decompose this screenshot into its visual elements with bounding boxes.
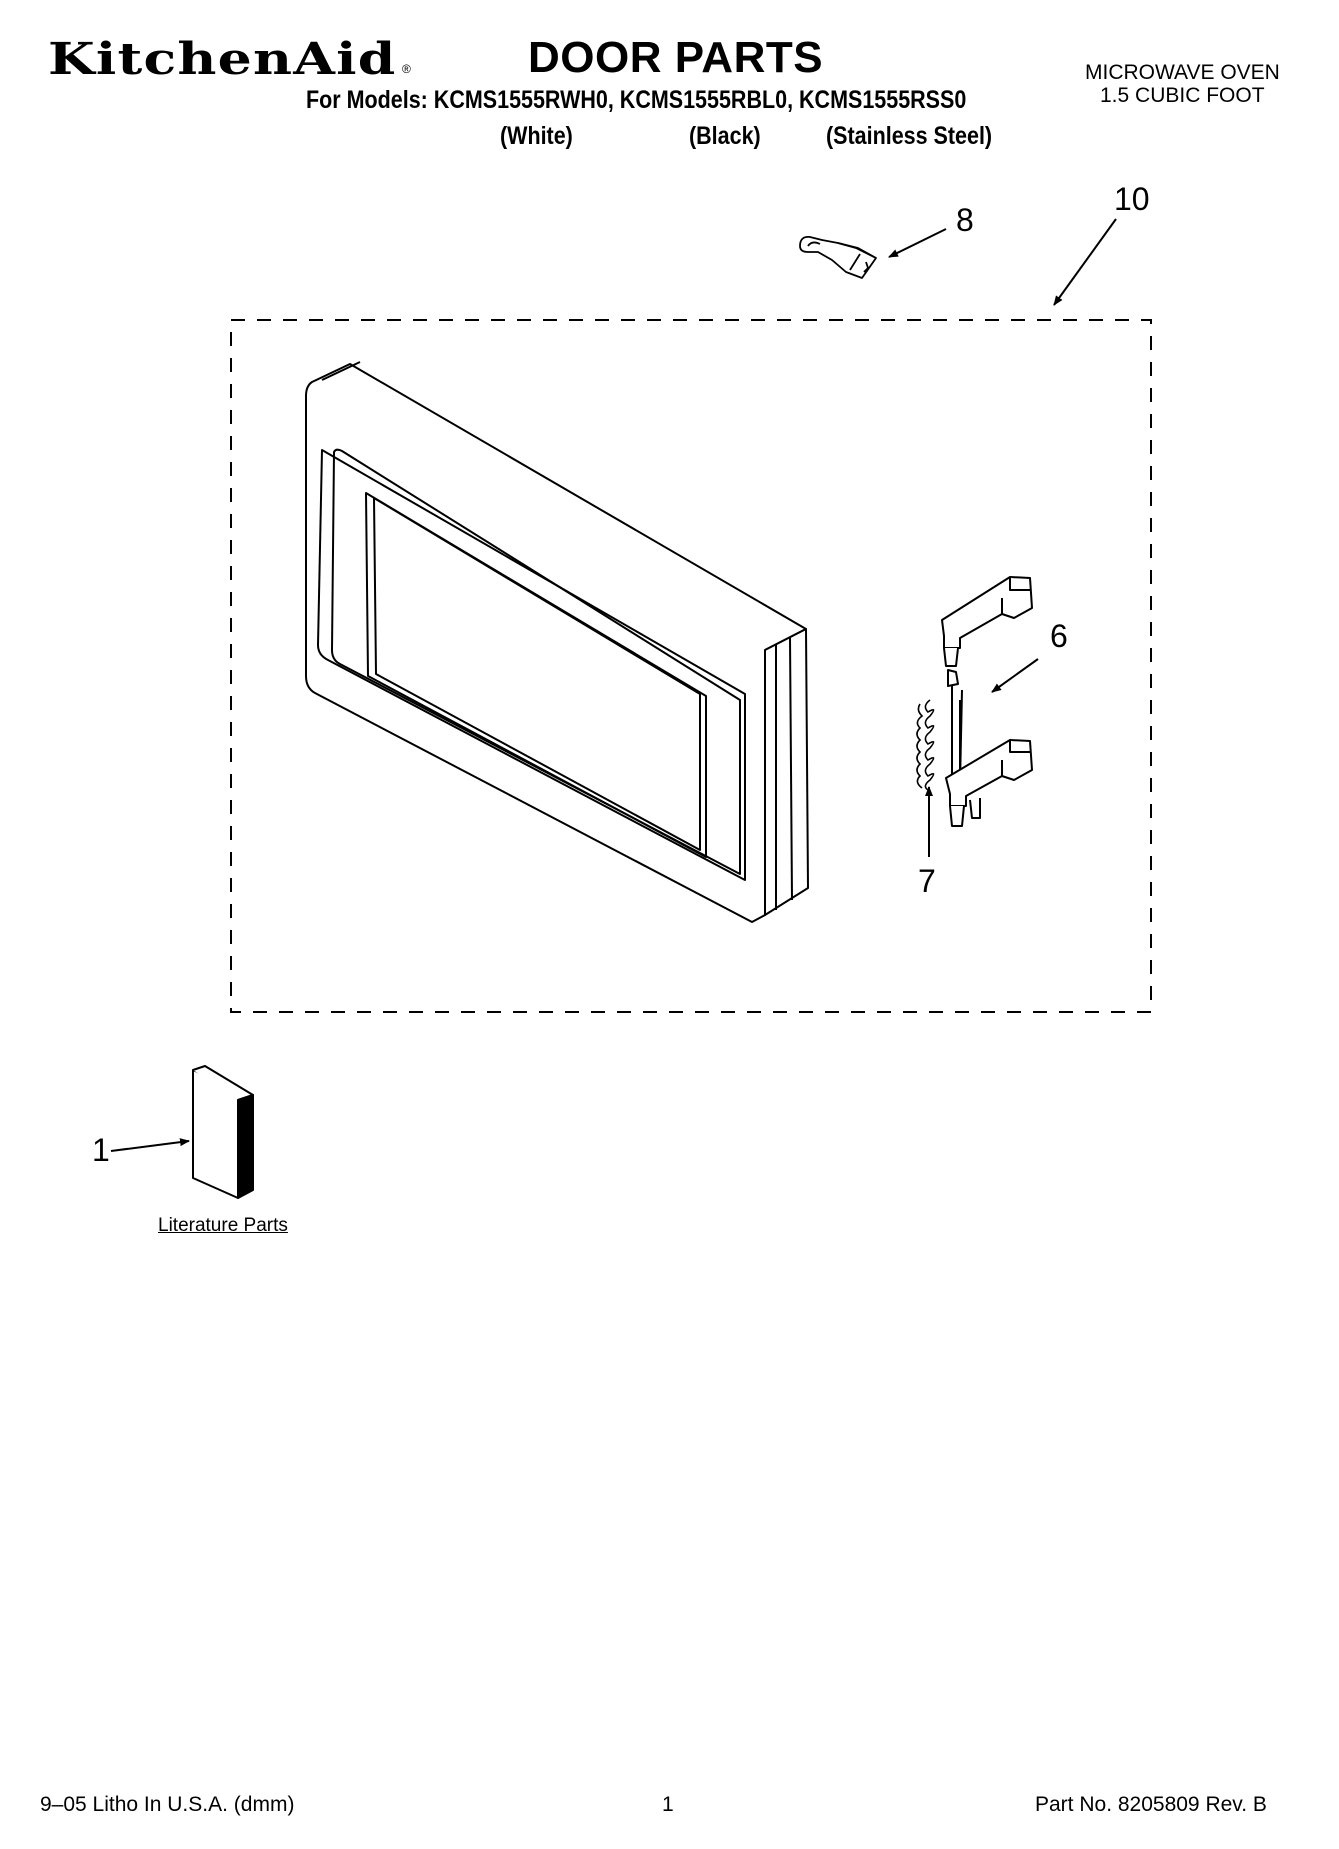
hinge-clip-part [799,236,877,279]
footer-print-info: 9–05 Litho In U.S.A. (dmm) [40,1793,295,1816]
product-type-line2: 1.5 CUBIC FOOT [1100,84,1265,107]
callout-7: 7 [918,863,936,899]
spring-part [916,699,935,791]
leader-arrow-1 [110,1138,190,1152]
callout-6: 6 [1050,618,1068,654]
door-panel [305,361,809,923]
callout-1: 1 [92,1132,110,1168]
callout-8: 8 [956,202,974,238]
models-line: For Models: KCMS1555RWH0, KCMS1555RBL0, … [306,86,967,114]
variant-white: (White) [500,122,573,150]
page-title: DOOR PARTS [528,33,824,82]
latch-hook-part [941,576,1033,827]
literature-booklet [192,1065,254,1199]
brand-logo: KitchenAid [48,34,397,85]
callout-10: 10 [1114,181,1150,217]
footer-part-number: Part No. 8205809 Rev. B [1035,1793,1267,1816]
variant-stainless: (Stainless Steel) [826,122,993,150]
leader-arrow-10 [1053,218,1117,306]
footer-page-number: 1 [662,1793,674,1816]
registered-mark: ® [402,62,411,76]
product-type-line1: MICROWAVE OVEN [1085,61,1280,84]
leader-arrow-6 [991,658,1039,693]
variant-black: (Black) [689,122,761,150]
leader-arrow-8 [888,228,947,258]
literature-parts-label: Literature Parts [158,1215,288,1236]
